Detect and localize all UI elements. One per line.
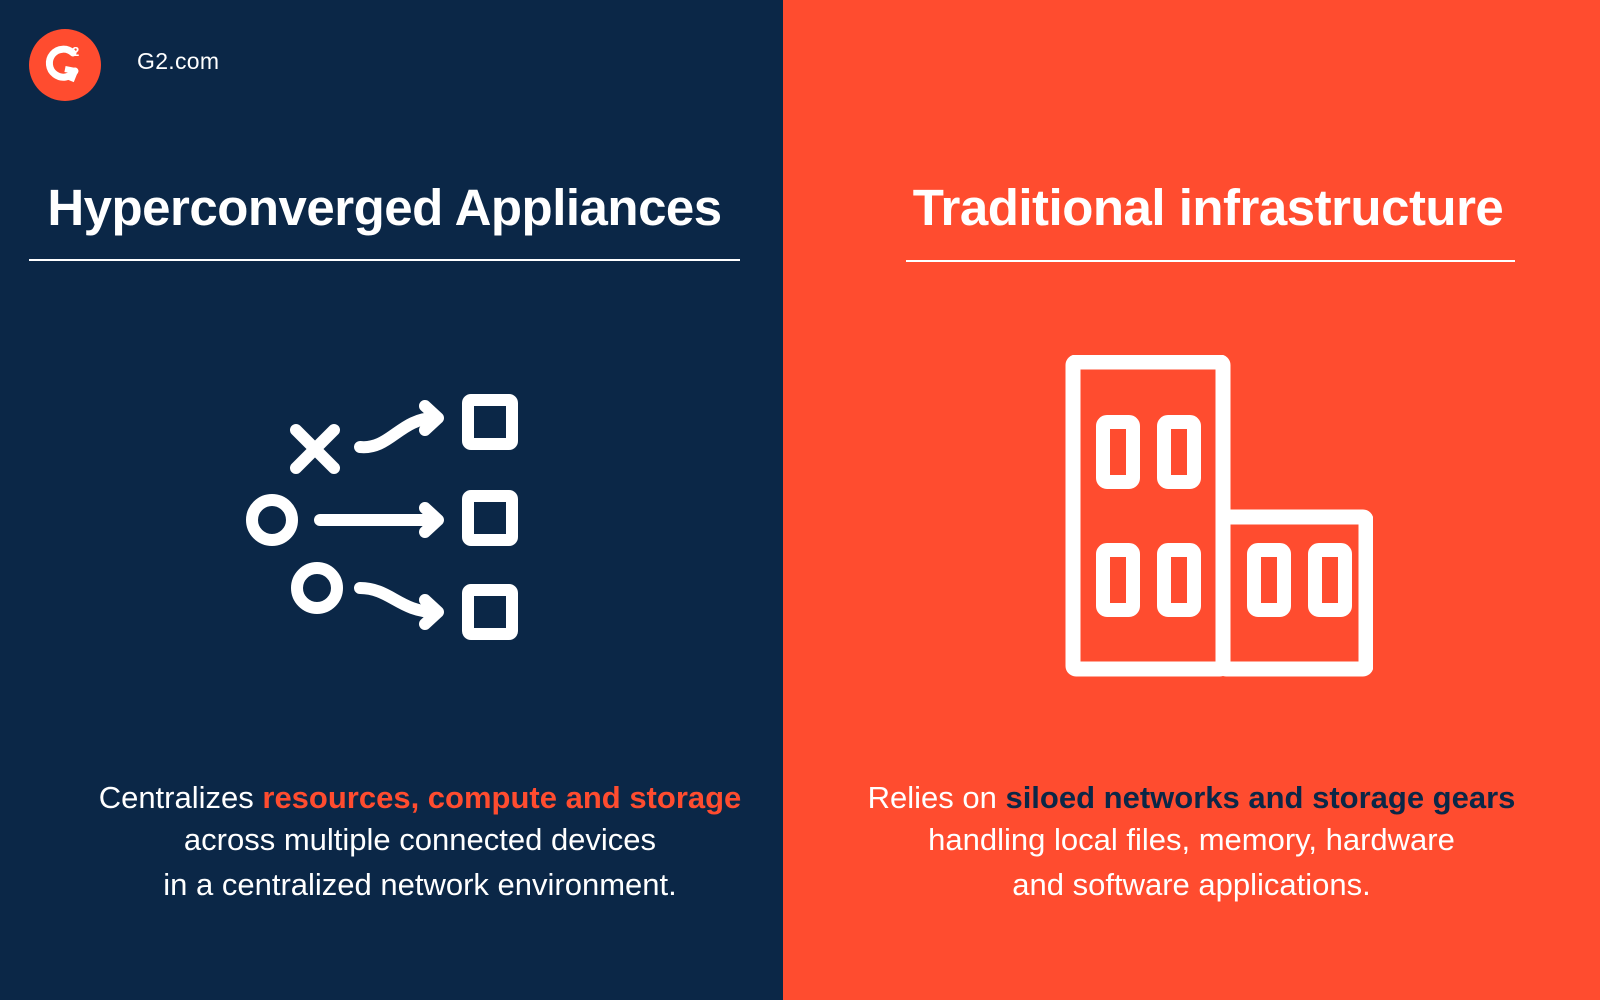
traditional-panel: Traditional infrastructure Relies on sil… (783, 0, 1600, 1000)
left-desc-prefix: Centralizes (98, 780, 263, 815)
hyperconverged-panel: 2 G2.com Hyperconverged Appliances (0, 0, 783, 1000)
right-desc-prefix: Relies on (867, 780, 1006, 815)
right-desc-highlight: siloed networks and storage gears (1005, 780, 1516, 815)
right-title: Traditional infrastructure (912, 179, 1504, 236)
right-desc-line2: handling local files, memory, hardware (928, 822, 1455, 857)
left-title: Hyperconverged Appliances (47, 179, 722, 236)
workflow-arrows-icon (246, 394, 518, 640)
left-desc-line2: across multiple connected devices (183, 822, 657, 857)
left-description: Centralizes resources, compute and stora… (0, 776, 840, 910)
right-desc-line3: and software applications. (1012, 867, 1371, 902)
left-desc-line3: in a centralized network environment. (163, 867, 677, 902)
g2-logo-icon: 2 (29, 29, 101, 101)
svg-text:2: 2 (72, 44, 79, 59)
right-description: Relies on siloed networks and storage ge… (783, 776, 1600, 910)
right-title-divider (906, 260, 1515, 262)
buildings-icon (1065, 355, 1373, 677)
left-title-divider (29, 259, 740, 261)
site-label: G2.com (137, 48, 220, 74)
left-desc-highlight: resources, compute and storage (262, 780, 742, 815)
